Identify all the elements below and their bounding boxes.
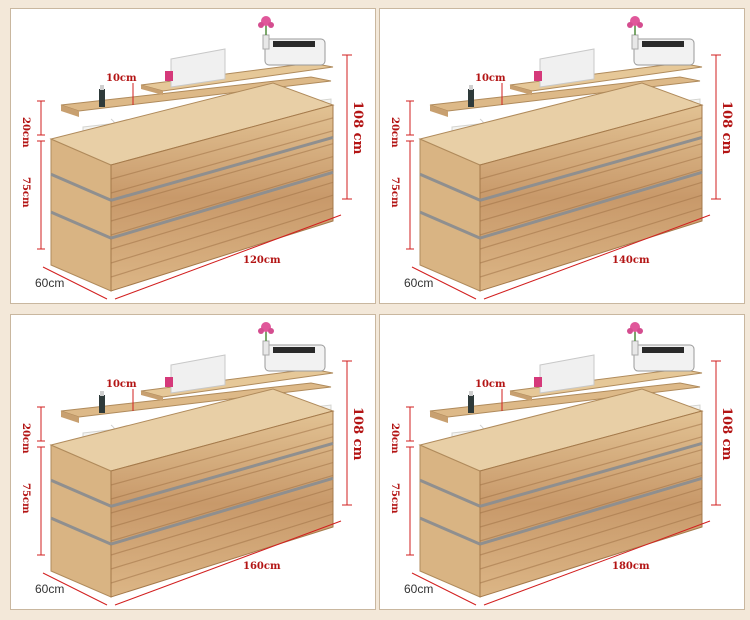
- depth-line: [411, 266, 477, 300]
- length-label: 140cm: [612, 255, 650, 266]
- desk-body: [49, 322, 335, 598]
- size-variant-panel: 108 cm 20cm 75cm 10cm 60cm 160cm: [10, 314, 376, 610]
- depth-line: [42, 572, 108, 606]
- length-label: 180cm: [612, 561, 650, 572]
- size-variant-panel: 108 cm 20cm 75cm 10cm 60cm 120cm: [10, 8, 376, 304]
- reception-desk-illustration: 108 cm 20cm 75cm 10cm 60cm 140cm: [389, 16, 734, 300]
- bottle: [468, 395, 474, 413]
- depth-label: 60cm: [404, 582, 433, 596]
- length-line: [483, 214, 711, 300]
- height-total-label: 108 cm: [350, 407, 365, 461]
- inlay-strip: [110, 442, 334, 508]
- inlay-strip: [479, 442, 703, 508]
- inlay-strip: [110, 170, 334, 240]
- reception-desk-illustration: 108 cm 20cm 75cm 10cm 60cm 160cm: [20, 322, 365, 606]
- shelf-gap-label: 10cm: [475, 379, 506, 390]
- dimension-lines: [406, 360, 721, 606]
- vase: [631, 34, 639, 50]
- pen-holder: [534, 377, 542, 387]
- length-line: [114, 214, 342, 300]
- height-upper-label: 20cm: [20, 117, 31, 148]
- inlay-strip: [479, 476, 703, 546]
- desk-body: [49, 16, 335, 292]
- length-line: [114, 520, 342, 606]
- dimension-lines: [406, 54, 721, 300]
- shelf-gap-label: 10cm: [106, 379, 137, 390]
- depth-label: 60cm: [404, 276, 433, 290]
- shelf-gap-label: 10cm: [106, 73, 137, 84]
- length-line: [483, 520, 711, 606]
- depth-label: 60cm: [35, 582, 64, 596]
- reception-desk-illustration: 108 cm 20cm 75cm 10cm 60cm 180cm: [389, 322, 734, 606]
- height-total-label: 108 cm: [719, 101, 734, 155]
- bottle: [99, 395, 105, 413]
- pen-holder: [534, 71, 542, 81]
- length-label: 160cm: [243, 561, 281, 572]
- depth-line: [411, 572, 477, 606]
- height-total-label: 108 cm: [719, 407, 734, 461]
- height-upper-label: 20cm: [20, 423, 31, 454]
- inlay-strip: [110, 476, 334, 546]
- height-upper-label: 20cm: [389, 423, 400, 454]
- shelf-gap-label: 10cm: [475, 73, 506, 84]
- height-lower-label: 75cm: [389, 483, 400, 514]
- vase: [262, 34, 270, 50]
- bottle: [99, 89, 105, 107]
- inlay-strip: [479, 136, 703, 202]
- desk-body: [418, 16, 704, 292]
- pen-holder: [165, 71, 173, 81]
- inlay-strip: [479, 170, 703, 240]
- pen-holder: [165, 377, 173, 387]
- height-upper-label: 20cm: [389, 117, 400, 148]
- inlay-strip: [110, 136, 334, 202]
- height-total-label: 108 cm: [350, 101, 365, 155]
- height-lower-label: 75cm: [20, 483, 31, 514]
- desk-body: [418, 322, 704, 598]
- length-label: 120cm: [243, 255, 281, 266]
- height-lower-label: 75cm: [389, 177, 400, 208]
- vase: [631, 340, 639, 356]
- dimension-lines: [37, 54, 352, 300]
- size-variant-panel: 108 cm 20cm 75cm 10cm 60cm 180cm: [379, 314, 745, 610]
- reception-desk-illustration: 108 cm 20cm 75cm 10cm 60cm 120cm: [20, 16, 365, 300]
- size-variant-panel: 108 cm 20cm 75cm 10cm 60cm 140cm: [379, 8, 745, 304]
- bottle: [468, 89, 474, 107]
- depth-line: [42, 266, 108, 300]
- vase: [262, 340, 270, 356]
- dimension-lines: [37, 360, 352, 606]
- height-lower-label: 75cm: [20, 177, 31, 208]
- depth-label: 60cm: [35, 276, 64, 290]
